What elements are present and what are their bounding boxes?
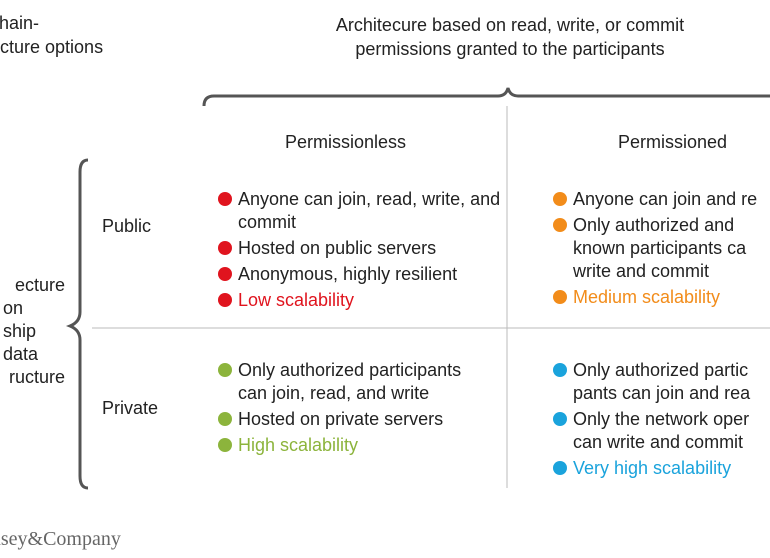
bullet-dot-icon: [553, 192, 567, 206]
left-axis-line2: on: [3, 298, 24, 318]
list-item: Hosted on private servers: [218, 408, 478, 431]
title-top-line2: permissions granted to the participants: [355, 39, 665, 59]
bullet-dot-icon: [553, 218, 567, 232]
list-item: Anyone can join, read, write, and commit: [218, 188, 503, 234]
row-header-private: Private: [102, 398, 159, 418]
title-left-line1: chain-: [0, 13, 40, 33]
cell-private-permissionless: Only authorized participants can join, r…: [218, 359, 478, 460]
title-top-line1: Architecure based on read, write, or com…: [335, 15, 685, 35]
column-header-permissionless: Permissionless: [285, 132, 407, 152]
title-left-line2: ecture options: [0, 37, 104, 57]
scalability-item: Very high scalability: [553, 457, 770, 480]
bullet-dot-icon: [218, 267, 232, 281]
scalability-item: Medium scalability: [553, 286, 770, 309]
cell-private-permissioned: Only authorized partic pants can join an…: [553, 359, 770, 483]
list-item: Only authorized and known participants c…: [553, 214, 770, 283]
left-axis-line1: ecture: [14, 275, 65, 295]
bullet-dot-icon: [218, 293, 232, 307]
bullet-dot-icon: [218, 363, 232, 377]
list-item: Only the network oper can write and comm…: [553, 408, 770, 454]
bullet-dot-icon: [218, 412, 232, 426]
column-header-permissioned: Permissioned: [618, 132, 728, 152]
company-logo: asey&Company: [0, 528, 121, 550]
bullet-dot-icon: [553, 290, 567, 304]
bullet-dot-icon: [218, 192, 232, 206]
scalability-item: Low scalability: [218, 289, 503, 312]
list-item: Only authorized participants can join, r…: [218, 359, 478, 405]
title-top: Architecure based on read, write, or com…: [270, 13, 750, 61]
bullet-dot-icon: [218, 241, 232, 255]
bullet-dot-icon: [553, 412, 567, 426]
top-brace: [202, 87, 770, 107]
list-item: Hosted on public servers: [218, 237, 503, 260]
title-left: chain- ecture options: [0, 11, 103, 59]
left-axis-line4: data: [3, 344, 39, 364]
list-item: Anonymous, highly resilient: [218, 263, 503, 286]
bullet-dot-icon: [218, 438, 232, 452]
left-brace: [65, 158, 89, 490]
cell-public-permissioned: Anyone can join and re Only authorized a…: [553, 188, 770, 312]
bullet-dot-icon: [553, 461, 567, 475]
bullet-dot-icon: [553, 363, 567, 377]
scalability-item: High scalability: [218, 434, 478, 457]
left-axis-line5: ructure: [8, 367, 65, 387]
left-axis-label: ecture on ship data ructure: [0, 274, 65, 389]
cell-public-permissionless: Anyone can join, read, write, and commit…: [218, 188, 503, 315]
list-item: Anyone can join and re: [553, 188, 770, 211]
left-axis-line3: ship: [3, 321, 37, 341]
list-item: Only authorized partic pants can join an…: [553, 359, 770, 405]
row-header-public: Public: [102, 216, 152, 236]
